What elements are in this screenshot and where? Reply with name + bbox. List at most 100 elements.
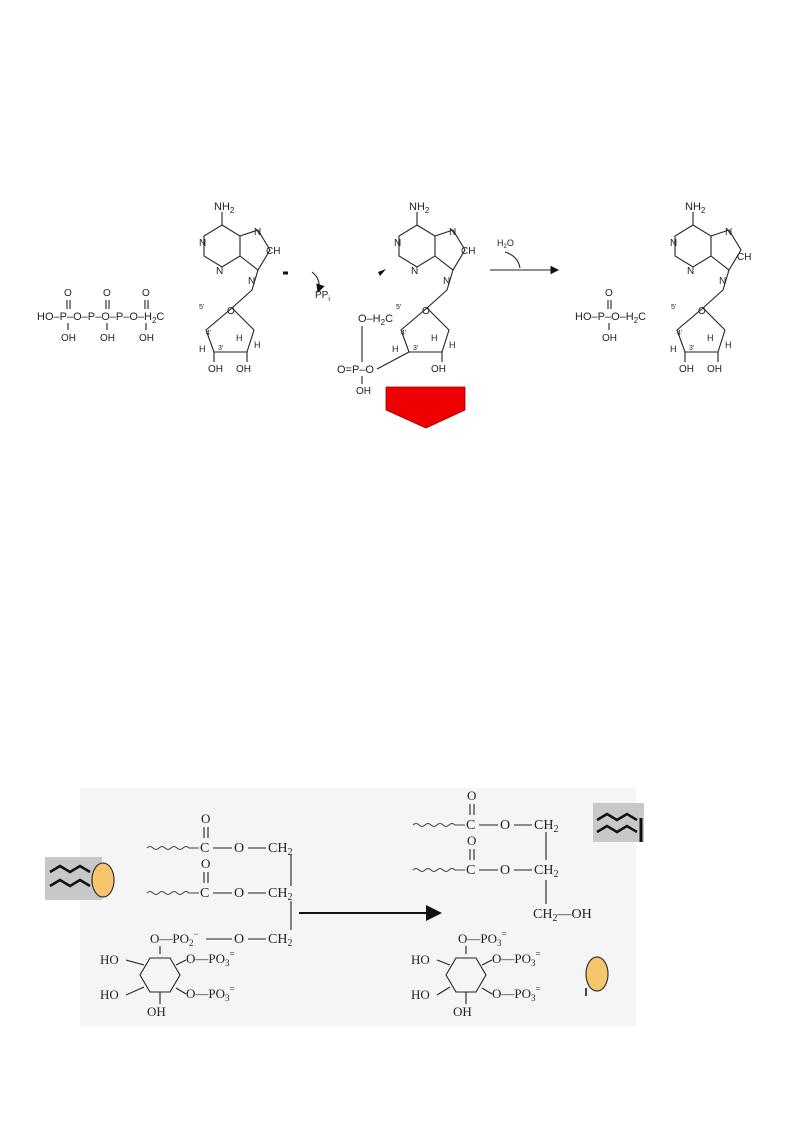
amp-c5-label: 5' (671, 304, 676, 311)
carbonyl-o-label: O (467, 788, 476, 803)
pip2-structure: O C O CH2 O C O CH2 O—PO2− O CH2 HO HO O… (100, 811, 292, 1019)
camp-c3-label: 3' (413, 345, 418, 352)
camp-c5-label: 5' (396, 304, 401, 311)
atp-h-label: H (199, 344, 206, 354)
amp-p-o-label: O (605, 288, 613, 299)
camp-nh2-label: NH2 (409, 201, 430, 215)
atp-pg-o-label: O (142, 288, 150, 299)
camp-n9-label: N (443, 276, 450, 287)
amp-c3-label: 3' (689, 345, 694, 352)
atp-n1-label: N (199, 238, 206, 249)
oh-label: OH (453, 1004, 472, 1019)
dag-lipid-icon (593, 803, 644, 842)
ch2-label: CH2 (268, 841, 292, 858)
atp-pa-o-label: O (64, 288, 72, 299)
atp-structure: NH2 N N N CH N O 5' 4' 3' H H H OH OH HO… (37, 201, 280, 375)
atp-phosphate-chain: HO–P–O–P–O–P–O–H2C (37, 311, 164, 325)
water-curved-arrow (504, 251, 521, 269)
fatty-acid-wavy-line (146, 891, 199, 895)
carbonyl-o-label: O (467, 833, 476, 848)
ppi-label: PPi (315, 290, 330, 303)
inositol-headgroup-icon (91, 862, 115, 898)
inositol-headgroup-icon (585, 956, 609, 992)
small-arrowhead-mark (378, 269, 386, 276)
atp-c5-label: 5' (199, 304, 204, 311)
camp-h-label: H (431, 333, 438, 343)
atp-n3-label: N (216, 266, 223, 277)
amp-phosphate-label: HO–P–O–H2C (575, 311, 646, 325)
fatty-acid-chain-icon (49, 864, 91, 874)
camp-h-label: H (449, 340, 456, 350)
amp-n3-label: N (687, 266, 694, 277)
oh-label: OH (147, 1004, 166, 1019)
fatty-acid-wavy-line (412, 823, 465, 827)
amp-n9-label: N (719, 276, 726, 287)
ester-o-label: O (500, 818, 510, 833)
amp-nh2-label: NH2 (685, 201, 706, 215)
ester-o-label: O (500, 863, 510, 878)
lipid-icon-box (593, 803, 644, 842)
phosphodiester-label: O—PO2− (150, 929, 199, 948)
reaction-panel-background (80, 788, 636, 1026)
phosphate-label: O—PO3= (492, 949, 541, 968)
phosphate-label: O—PO3= (458, 929, 507, 948)
atp-n7-label: N (254, 227, 261, 238)
camp-n3-label: N (411, 266, 418, 277)
amp-ring-o-label: O (698, 306, 706, 317)
ch-label: CH2 (268, 886, 292, 903)
amp-n7-label: N (725, 227, 732, 238)
amp-structure: NH2 N N N CH N O 5' 4' 3' H H H OH OH HO… (575, 201, 751, 375)
ch2-label: CH2 (268, 932, 292, 949)
amp-h-label: H (725, 340, 732, 350)
amp-h-label: H (670, 344, 677, 354)
atp-oh-label: OH (100, 333, 115, 344)
ppi-release-arrow (311, 271, 325, 294)
camp-oh-label: OH (431, 364, 446, 375)
camp-phosphate-label: O=P–O (337, 364, 374, 376)
ch2oh-label: CH2—OH (533, 907, 592, 924)
ester-c-label: C (466, 863, 475, 878)
fatty-acid-wavy-line (146, 846, 199, 850)
ester-c-label: C (200, 886, 209, 901)
ester-o-label: O (234, 841, 244, 856)
ho-label: HO (100, 952, 119, 967)
atp-c3-label: 3' (218, 345, 223, 352)
amp-oh-label: OH (679, 364, 694, 375)
carbonyl-o-label: O (201, 856, 210, 871)
amp-oh-label: OH (602, 333, 617, 344)
ester-o-label: O (234, 886, 244, 901)
atp-h-label: H (236, 333, 243, 343)
dag-structure: O C O CH2 O C O CH2 CH2—OH (412, 788, 592, 924)
fatty-acid-wavy-line (412, 868, 465, 872)
amp-ch-label: CH (737, 252, 751, 263)
reaction-pip2-hydrolysis: O C O CH2 O C O CH2 O—PO2− O CH2 HO HO O… (45, 788, 644, 1026)
reaction-atp-to-camp-to-amp: NH2 N N N CH N O 5' 4' 3' H H H OH OH HO… (37, 201, 751, 429)
atp-pb-o-label: O (103, 288, 111, 299)
pip2-lipid-icon (45, 857, 115, 900)
camp-ch-label: CH (461, 246, 475, 257)
water-label: H2O (497, 238, 514, 250)
camp-ring-o-label: O (422, 306, 430, 317)
atp-ring-o-label: O (227, 306, 235, 317)
atp-ch-label: CH (266, 246, 280, 257)
amp-n1-label: N (670, 238, 677, 249)
atp-nh2-label: NH2 (214, 201, 235, 215)
atp-c4-label: 4' (206, 330, 211, 337)
fatty-acid-chain-icon (596, 812, 638, 822)
ch2-label: CH2 (534, 818, 558, 835)
atp-h-label: H (254, 340, 261, 350)
camp-structure: NH2 N N N CH N O 5' 4' 3' H H H OH O–H2C… (337, 201, 475, 397)
amp-h-label: H (707, 333, 714, 343)
amp-oh-label: OH (707, 364, 722, 375)
fatty-acid-chain-icon (596, 824, 638, 834)
camp-c4-label: 4' (401, 330, 406, 337)
ch-label: CH2 (534, 863, 558, 880)
ho-label: HO (411, 987, 430, 1002)
atp-oh-label: OH (208, 364, 223, 375)
fatty-acid-chain-icon (49, 878, 91, 888)
carbonyl-o-label: O (201, 811, 210, 826)
phosphate-label: O—PO3= (492, 984, 541, 1003)
camp-n1-label: N (394, 238, 401, 249)
